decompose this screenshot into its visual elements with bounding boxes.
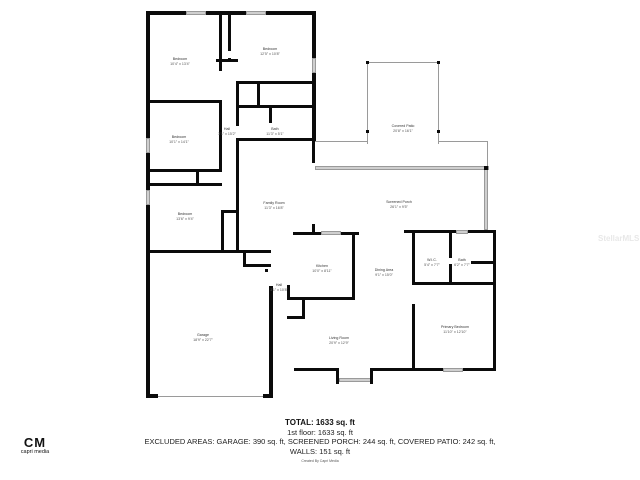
wall bbox=[302, 300, 305, 319]
wall bbox=[219, 100, 222, 170]
wall bbox=[336, 368, 339, 384]
wall bbox=[449, 264, 452, 285]
wall bbox=[228, 11, 231, 51]
wall bbox=[243, 250, 246, 266]
wall bbox=[146, 183, 222, 186]
wall bbox=[269, 105, 272, 123]
wall bbox=[221, 210, 238, 213]
patio-line bbox=[315, 141, 368, 142]
floor-area: 1st floor: 1633 sq. ft bbox=[287, 428, 353, 437]
logo-caption: capri media bbox=[20, 449, 50, 455]
total-area: TOTAL: 1633 sq. ft bbox=[285, 418, 355, 427]
wall bbox=[146, 11, 316, 15]
window bbox=[186, 11, 206, 15]
area-summary: TOTAL: 1633 sq. ft 1st floor: 1633 sq. f… bbox=[0, 418, 640, 463]
window bbox=[312, 58, 316, 73]
wall bbox=[228, 58, 231, 59]
wall bbox=[312, 11, 316, 141]
wall bbox=[294, 368, 339, 371]
patio-line bbox=[367, 62, 368, 144]
capri-media-logo: CM capri media bbox=[15, 436, 55, 456]
screen-wall bbox=[315, 166, 489, 170]
patio-line bbox=[487, 141, 488, 166]
wall bbox=[265, 269, 268, 272]
post bbox=[437, 61, 440, 64]
post bbox=[366, 130, 369, 133]
wall bbox=[370, 368, 373, 384]
window bbox=[321, 231, 341, 235]
post bbox=[484, 166, 488, 170]
walls-area: WALLS: 151 sq. ft bbox=[289, 446, 351, 456]
wall bbox=[196, 169, 199, 184]
wall bbox=[236, 138, 316, 141]
patio-line bbox=[438, 62, 439, 144]
wall bbox=[287, 285, 290, 300]
post bbox=[437, 130, 440, 133]
wall bbox=[412, 304, 415, 371]
window bbox=[456, 230, 468, 234]
wall bbox=[312, 141, 315, 163]
excluded-areas: EXCLUDED AREAS: GARAGE: 390 sq. ft, SCRE… bbox=[144, 437, 496, 447]
wall bbox=[257, 81, 260, 105]
window bbox=[443, 368, 463, 372]
wall bbox=[221, 210, 224, 250]
window bbox=[246, 11, 266, 15]
wall bbox=[236, 138, 239, 251]
wall bbox=[219, 11, 222, 71]
wall bbox=[493, 230, 496, 371]
wall bbox=[146, 100, 222, 103]
logo-mark: CM bbox=[23, 435, 47, 450]
wall bbox=[216, 59, 238, 62]
screen-wall bbox=[484, 166, 488, 230]
wall bbox=[236, 81, 316, 84]
credit-text: Created By Capri Media bbox=[301, 458, 339, 463]
garage-door bbox=[158, 396, 263, 397]
wall bbox=[236, 105, 316, 108]
wall bbox=[312, 224, 315, 234]
window bbox=[146, 138, 150, 153]
patio-line bbox=[438, 141, 488, 142]
wall bbox=[352, 232, 355, 298]
wall bbox=[471, 261, 494, 264]
wall bbox=[146, 169, 222, 172]
wall bbox=[287, 297, 355, 300]
watermark: StellarMLS bbox=[598, 234, 640, 243]
wall bbox=[287, 316, 303, 319]
wall bbox=[146, 394, 158, 398]
wall bbox=[243, 264, 271, 267]
wall bbox=[370, 368, 496, 371]
wall bbox=[263, 394, 273, 398]
wall bbox=[412, 282, 494, 285]
wall bbox=[236, 81, 239, 126]
wall bbox=[449, 230, 452, 258]
wall bbox=[269, 286, 273, 398]
window bbox=[146, 190, 150, 205]
patio-line bbox=[367, 62, 439, 63]
wall bbox=[412, 230, 415, 285]
room-label: W.I.C.5'4" x 7'7" bbox=[424, 258, 440, 267]
window bbox=[339, 378, 371, 382]
wall bbox=[146, 250, 271, 253]
post bbox=[366, 61, 369, 64]
